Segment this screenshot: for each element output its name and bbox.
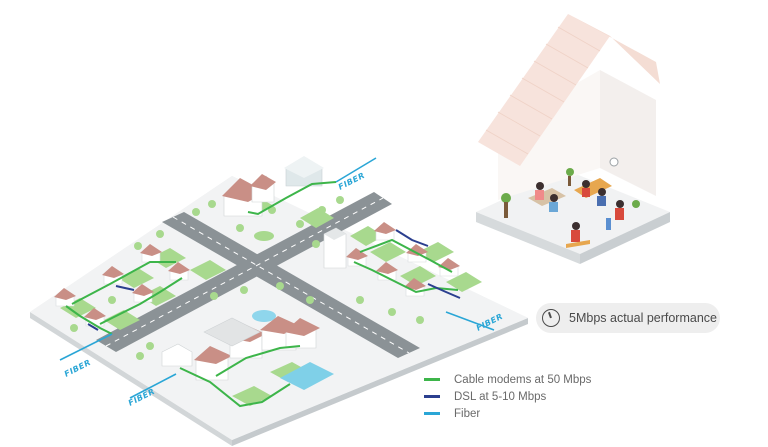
fountain [252, 310, 276, 322]
house-roof [478, 14, 610, 166]
legend-swatch [424, 395, 440, 398]
legend-item-cable: Cable modems at 50 Mbps [424, 371, 591, 388]
people [501, 168, 640, 248]
fiber-label: FIBER [63, 358, 93, 379]
trees [70, 196, 424, 360]
speedometer-icon [542, 309, 560, 327]
lawns [60, 196, 482, 406]
legend-label: Cable modems at 50 Mbps [454, 373, 592, 386]
home-cutaway [476, 14, 670, 264]
cable-network-lines [65, 181, 459, 408]
performance-text: 5Mbps actual performance [569, 311, 717, 325]
router-icon [609, 157, 619, 167]
legend-label: DSL at 5-10 Mbps [454, 390, 547, 403]
network-legend: Cable modems at 50 Mbps DSL at 5-10 Mbps… [424, 371, 591, 422]
city-block: FIBER FIBER FIBER FIBER [30, 156, 528, 446]
pool [280, 362, 334, 390]
fiber-lines [59, 157, 495, 399]
legend-swatch [424, 378, 440, 381]
fiber-label: FIBER [127, 387, 157, 408]
fiber-label: FIBER [337, 171, 367, 192]
performance-badge: 5Mbps actual performance [536, 303, 720, 333]
legend-label: Fiber [454, 407, 481, 420]
legend-swatch [424, 412, 440, 415]
houses [54, 156, 460, 381]
dsl-network-lines [87, 229, 461, 331]
legend-item-dsl: DSL at 5-10 Mbps [424, 388, 591, 405]
legend-item-fiber: Fiber [424, 405, 591, 422]
